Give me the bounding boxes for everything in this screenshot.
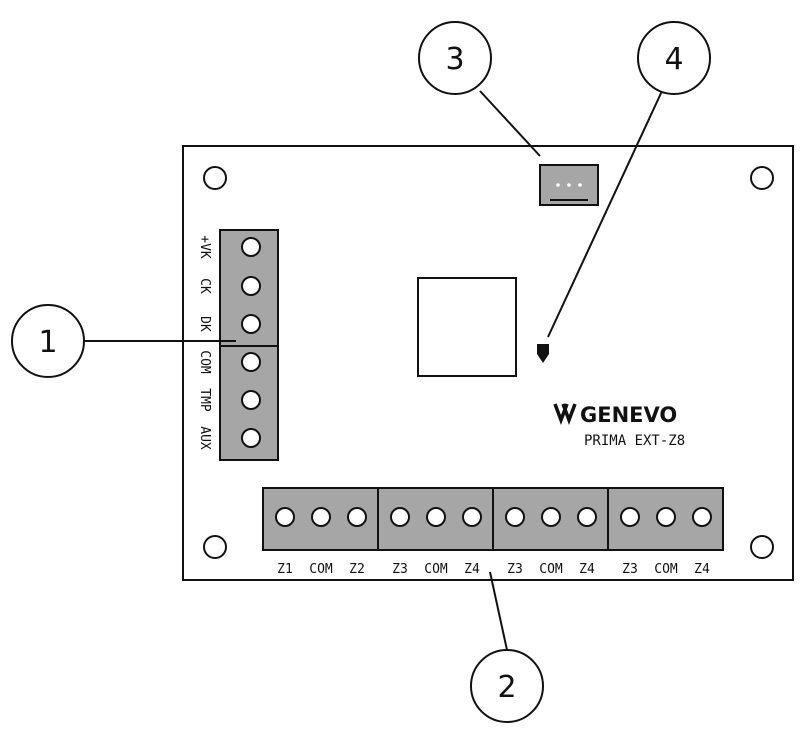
- terminal-screw: [541, 507, 561, 527]
- callout-1: 1: [11, 304, 85, 378]
- bottom-terminal-label: COM: [424, 562, 448, 577]
- mounting-hole: [203, 166, 227, 190]
- bottom-terminal-label: COM: [539, 562, 563, 577]
- genevo-logo-icon: [553, 403, 577, 425]
- terminal-screw: [462, 507, 482, 527]
- leader-line-4: [547, 90, 663, 338]
- left-terminal-label: +VK: [197, 235, 212, 259]
- leader-line-3: [479, 90, 541, 157]
- terminal-screw: [656, 507, 676, 527]
- left-terminal-label: CK: [197, 278, 212, 294]
- bottom-terminal-label: Z2: [349, 562, 365, 577]
- terminal-screw: [692, 507, 712, 527]
- terminal-screw: [241, 276, 261, 296]
- bottom-terminal-label: Z3: [622, 562, 638, 577]
- ic-chip: [417, 277, 517, 377]
- header-connector: [539, 164, 599, 206]
- left-terminal-label: AUX: [197, 426, 212, 450]
- terminal-screw: [577, 507, 597, 527]
- bottom-terminal-label: COM: [309, 562, 333, 577]
- left-terminal-label: DK: [197, 316, 212, 332]
- terminal-screw: [426, 507, 446, 527]
- terminal-screw: [241, 314, 261, 334]
- terminal-screw: [241, 352, 261, 372]
- led-indicator: [537, 344, 549, 363]
- terminal-screw: [505, 507, 525, 527]
- leader-line-2: [489, 571, 508, 651]
- bottom-terminal-label: Z3: [507, 562, 523, 577]
- terminal-screw: [241, 390, 261, 410]
- mounting-hole: [203, 535, 227, 559]
- left-terminal-labels: +VK CK DK COM TMP AUX: [197, 235, 212, 450]
- mounting-hole: [750, 166, 774, 190]
- bottom-terminal-label: COM: [654, 562, 678, 577]
- svg-text:4: 4: [664, 42, 683, 77]
- terminal-screw: [390, 507, 410, 527]
- svg-text:2: 2: [497, 670, 516, 705]
- bottom-terminal-label: Z4: [579, 562, 595, 577]
- terminal-screw: [311, 507, 331, 527]
- terminal-screw: [241, 428, 261, 448]
- svg-text:1: 1: [38, 325, 57, 360]
- mounting-hole: [750, 535, 774, 559]
- svg-text:3: 3: [445, 42, 464, 77]
- bottom-terminal-labels: Z1 COM Z2 Z3 COM Z4 Z3 COM Z4 Z3 COM Z4: [277, 562, 710, 577]
- bottom-terminal-label: Z3: [392, 562, 408, 577]
- terminal-screw: [620, 507, 640, 527]
- left-terminal-label: TMP: [197, 388, 212, 412]
- bottom-terminal-label: Z1: [277, 562, 293, 577]
- terminal-screw: [347, 507, 367, 527]
- left-terminal-block: [219, 229, 279, 461]
- bottom-terminal-label: Z4: [694, 562, 710, 577]
- left-terminal-screws: [241, 237, 261, 448]
- left-terminal-label: COM: [197, 350, 212, 374]
- callout-2: 2: [470, 649, 544, 723]
- bottom-terminal-label: Z4: [464, 562, 480, 577]
- bottom-terminal-blocks: [262, 487, 724, 551]
- terminal-screw: [275, 507, 295, 527]
- terminal-screw: [241, 237, 261, 257]
- model-name: PRIMA EXT-Z8: [584, 433, 685, 449]
- callout-4: 4: [637, 21, 711, 95]
- brand-name: GENEVO: [580, 403, 677, 427]
- callout-3: 3: [418, 21, 492, 95]
